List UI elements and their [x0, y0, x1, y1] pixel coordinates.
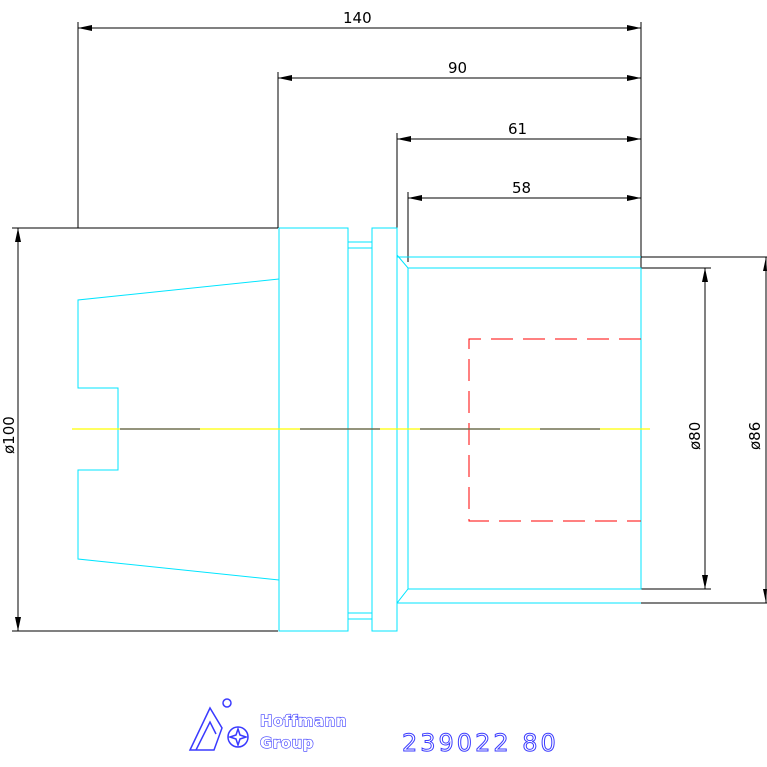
flange-groove [348, 241, 372, 620]
dimension-140-label: 140 [343, 9, 372, 27]
hoffmann-group-logo: Hoffmann Group [188, 698, 347, 753]
dimension-61-label: 61 [508, 120, 527, 138]
dimension-diameter-80-label: ø80 [686, 422, 704, 450]
dimension-diameter-86: ø86 [641, 256, 767, 604]
logo-line2: Group [260, 734, 314, 752]
part-number: 239022 80 [402, 729, 559, 757]
hidden-bore [468, 338, 641, 522]
dimension-diameter-80: ø80 [641, 267, 711, 590]
dimension-140: 140 [77, 9, 642, 428]
dimension-90: 90 [277, 59, 641, 228]
dimension-diameter-86-label: ø86 [746, 422, 764, 450]
logo-line1: Hoffmann [260, 712, 347, 730]
dimension-58-label: 58 [512, 179, 531, 197]
dimension-90-label: 90 [448, 59, 467, 77]
dimension-diameter-100: ø100 [0, 227, 278, 632]
hoffmann-logo-icon [188, 698, 249, 751]
dimension-diameter-100-label: ø100 [0, 416, 18, 454]
dimension-58: 58 [407, 179, 641, 262]
